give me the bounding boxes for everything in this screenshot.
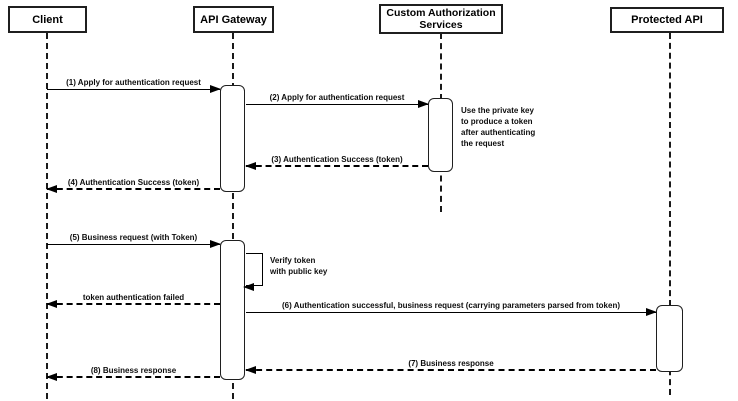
arrowhead-left-icon — [245, 162, 256, 170]
note-private-key: Use the private key to produce a token a… — [461, 106, 536, 148]
arrowhead-right-icon — [210, 240, 221, 248]
message-2-label: (2) Apply for authentication request — [269, 93, 405, 102]
lifeline-api-gateway — [232, 33, 234, 399]
arrow-line — [47, 188, 220, 190]
arrowhead-left-icon — [245, 366, 256, 374]
activation-api-gateway-business — [220, 240, 245, 380]
participant-custom-authorization-services: Custom Authorization Services — [379, 4, 503, 34]
arrowhead-right-icon — [646, 308, 657, 316]
message-6-label: (6) Authentication successful, business … — [281, 301, 621, 310]
arrowhead-left-icon — [46, 300, 57, 308]
lifeline-protected-api — [669, 33, 671, 395]
arrow-line — [246, 312, 656, 313]
arrow-line — [47, 303, 220, 305]
message-3-label: (3) Authentication Success (token) — [271, 155, 403, 164]
message-token-failed-label: token authentication failed — [82, 293, 185, 302]
arrowhead-right-icon — [210, 85, 221, 93]
arrowhead-right-icon — [418, 100, 429, 108]
participant-protected-api: Protected API — [610, 7, 724, 33]
arrowhead-left-icon — [243, 283, 254, 291]
participant-client: Client — [8, 6, 87, 33]
activation-custom-authorization — [428, 98, 453, 172]
self-message-verify-token: Verify token with public key — [243, 253, 327, 291]
activation-protected-api — [656, 305, 683, 372]
activation-api-gateway-auth — [220, 85, 245, 192]
message-1-label: (1) Apply for authentication request — [66, 78, 201, 87]
arrow-line — [47, 376, 220, 378]
arrowhead-left-icon — [46, 185, 57, 193]
participant-api-gateway: API Gateway — [193, 6, 274, 33]
arrowhead-left-icon — [46, 373, 57, 381]
arrow-line — [246, 104, 428, 105]
message-5-label: (5) Business request (with Token) — [69, 233, 198, 242]
arrow-line — [47, 244, 220, 245]
participant-api-gateway-label: API Gateway — [200, 13, 267, 26]
message-8-label: (8) Business response — [90, 366, 177, 375]
message-7-label: (7) Business response — [408, 359, 494, 368]
self-message-label: Verify token with public key — [270, 256, 328, 276]
arrow-line — [246, 369, 656, 371]
arrow-line — [47, 89, 220, 90]
participant-custom-authorization-services-label: Custom Authorization Services — [386, 7, 496, 31]
arrow-line — [246, 165, 428, 167]
message-4-label: (4) Authentication Success (token) — [67, 178, 200, 187]
lifeline-client — [46, 33, 48, 399]
participant-protected-api-label: Protected API — [631, 14, 703, 26]
participant-client-label: Client — [32, 13, 63, 26]
